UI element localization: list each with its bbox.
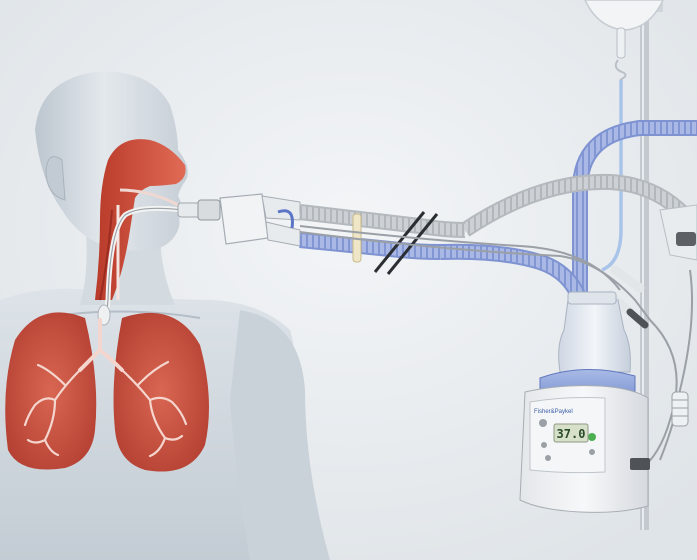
- humidifier-display-value: 37.0: [557, 427, 586, 441]
- humidifier-brand: Fisher&Paykel: [534, 409, 573, 415]
